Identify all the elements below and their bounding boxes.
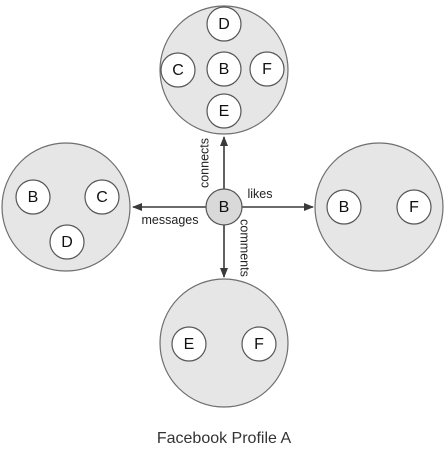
edge-label-messages: messages	[142, 213, 199, 227]
svg-text:C: C	[96, 189, 108, 206]
svg-text:B: B	[28, 189, 39, 206]
svg-text:F: F	[409, 199, 419, 216]
node-messages-c: C	[84, 179, 120, 215]
group-messages	[1, 142, 131, 272]
node-connects-e: E	[206, 93, 242, 129]
edge-label-comments: comments	[238, 219, 252, 277]
node-messages-b: B	[15, 179, 51, 215]
edge-label-likes: likes	[247, 187, 272, 201]
svg-text:D: D	[218, 16, 230, 33]
node-likes-f: F	[396, 189, 432, 225]
node-comments-f: F	[241, 326, 277, 362]
node-messages-d: D	[49, 224, 85, 260]
group-likes	[314, 142, 444, 272]
node-connects-d: D	[206, 6, 242, 42]
svg-text:E: E	[184, 336, 195, 353]
center-node-circle	[205, 188, 243, 226]
svg-text:D: D	[61, 234, 73, 251]
center-node-label: B	[219, 199, 230, 216]
node-likes-b: B	[326, 189, 362, 225]
svg-text:B: B	[219, 61, 230, 78]
center-node: B	[205, 188, 243, 226]
group-comments	[159, 278, 289, 408]
diagram-caption: Facebook Profile A	[157, 430, 292, 447]
node-connects-f: F	[249, 51, 285, 87]
node-comments-e: E	[171, 326, 207, 362]
svg-text:C: C	[172, 62, 184, 79]
svg-text:E: E	[219, 103, 230, 120]
svg-text:B: B	[339, 199, 350, 216]
edge-label-connects: connects	[197, 138, 211, 188]
svg-text:F: F	[262, 61, 272, 78]
node-connects-b: B	[206, 51, 242, 87]
node-connects-c: C	[160, 52, 196, 88]
svg-text:F: F	[254, 336, 264, 353]
